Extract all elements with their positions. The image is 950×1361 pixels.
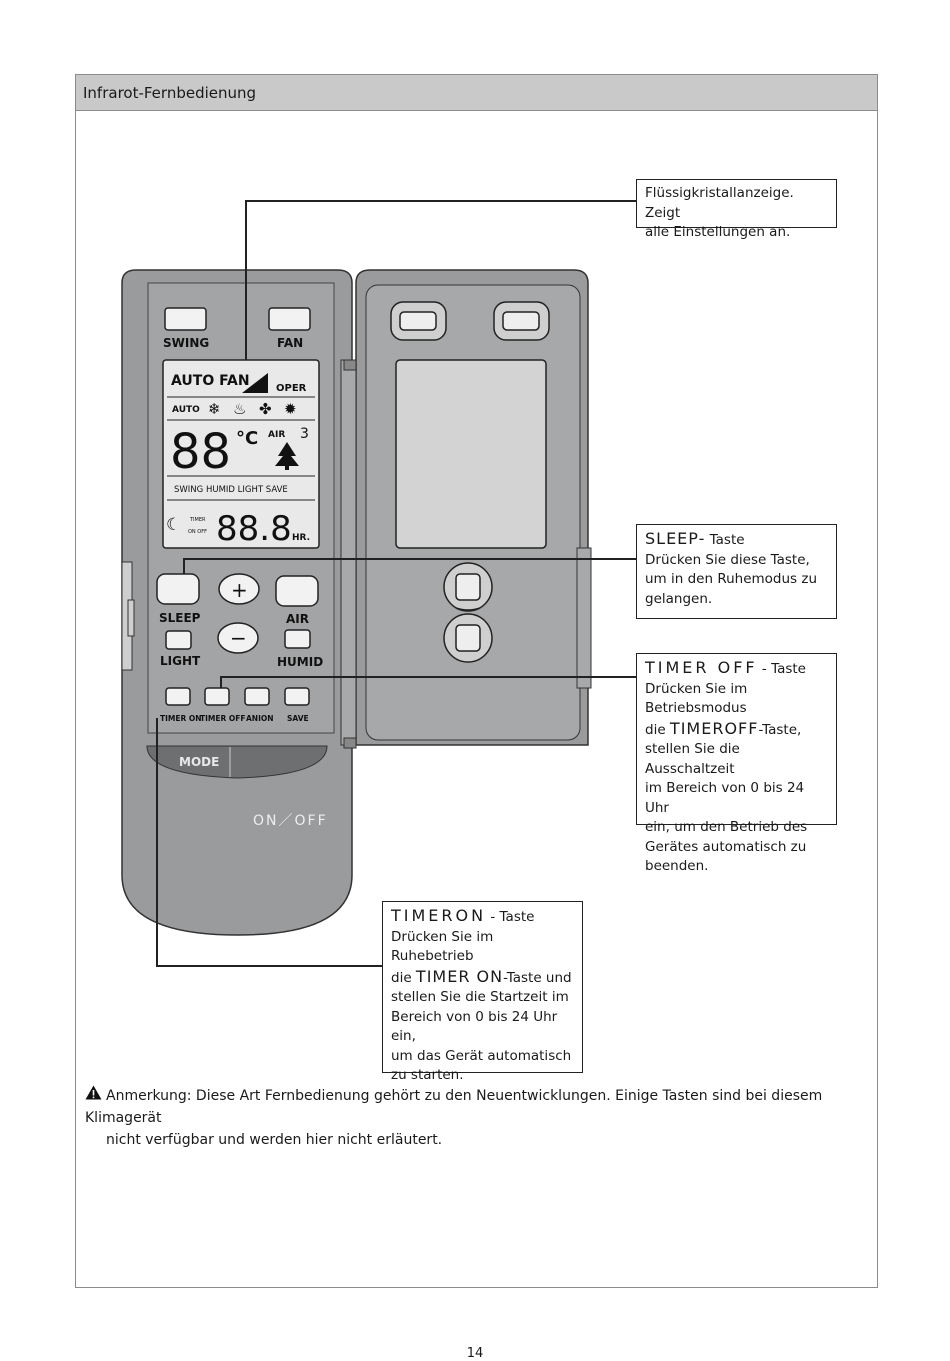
timer-on-callout-title-suffix: - Taste [486, 909, 535, 925]
sleep-label: SLEEP [159, 611, 201, 625]
lcd-display [162, 359, 320, 549]
timer-on-callout-line2a: die [391, 969, 416, 986]
timer-off-callout-line2b: TIMEROFF [669, 718, 759, 738]
sleep-callout-line: gelangen. [645, 590, 713, 607]
timer-off-callout-line2a: die [645, 721, 670, 738]
air-button [275, 575, 319, 607]
dry-icon: ♨ [233, 400, 246, 418]
timer-on-callout-title: TIMERON [391, 906, 487, 925]
light-label: LIGHT [160, 654, 201, 668]
sleep-callout-title: SLEEP- [645, 529, 706, 548]
page-number: 14 [466, 1346, 484, 1361]
snowflake-icon: ❄ [208, 400, 221, 418]
timer-on-callout-line: zu starten. [391, 1067, 464, 1083]
lcd-oper: OPER [276, 383, 307, 394]
sleep-callout-line: um in den Ruhemodus zu [645, 571, 818, 587]
timer-off-leader-horizontal [220, 676, 636, 678]
humid-button [284, 629, 311, 649]
plus-button [218, 573, 260, 605]
section-header: Infrarot-Fernbedienung [76, 75, 877, 111]
timer-on-callout-line2c: -Taste und [503, 969, 572, 986]
timer-off-callout-line: Gerätes automatisch zu [645, 838, 807, 855]
section-title: Infrarot-Fernbedienung [83, 84, 257, 102]
timer-on-callout-line2b: TIMER ON [415, 966, 504, 986]
timer-off-callout-line: beenden. [645, 858, 709, 874]
lcd-temp: 88 [170, 424, 231, 480]
note-line2: nicht verfügbar und werden hier nicht er… [106, 1132, 443, 1148]
lcd-air: AIR [268, 430, 285, 440]
lcd-callout: Flüssigkristallanzeige. Zeigt alle Einst… [636, 179, 837, 240]
swing-label: SWING [163, 336, 209, 350]
save-label: SAVE [287, 714, 309, 723]
fan-speed-icon [242, 373, 268, 393]
timer-off-callout: TIMER OFF - Taste Drücken Sie im Betrieb… [636, 653, 837, 874]
lcd-modes-row: SWING HUMID LIGHT SAVE [174, 485, 288, 495]
swing-button [164, 307, 207, 331]
sleep-callout: SLEEP- Taste Drücken Sie diese Taste, um… [636, 524, 837, 619]
lcd-air-level: 3 [300, 426, 309, 442]
sleep-leader-vertical [183, 558, 185, 574]
timer-on-callout-line: um das Gerät automatisch [391, 1047, 572, 1064]
light-button [165, 630, 192, 650]
timer-off-callout-line2c: -Taste, [758, 721, 802, 738]
timer-off-callout-line1: Drücken Sie im Betriebsmodus [645, 680, 748, 717]
timer-off-callout-line: im Bereich von 0 bis 24 Uhr [645, 780, 805, 816]
timer-off-button [204, 687, 230, 706]
minus-button [217, 622, 259, 654]
lcd-hrs: HR. [292, 533, 310, 543]
lcd-auto: AUTO [172, 405, 200, 415]
warning-icon [85, 1085, 102, 1100]
mode-label: MODE [179, 755, 219, 769]
note-line1: Anmerkung: Diese Art Fernbedienung gehör… [85, 1088, 823, 1126]
sleep-button [156, 573, 200, 605]
lcd-on-off-label: ON OFF [188, 529, 207, 535]
humid-label: HUMID [277, 655, 323, 669]
timer-on-callout: TIMERON - Taste Drücken Sie im Ruhebetri… [382, 901, 583, 1083]
lcd-timer-label: TIMER [189, 517, 206, 523]
timer-on-leader-horizontal [156, 965, 382, 967]
lcd-leader-horizontal [245, 200, 636, 202]
tree-icon [275, 442, 299, 466]
timer-off-leader-vertical [220, 676, 222, 688]
timer-on-button [165, 687, 191, 706]
moon-icon: ☾ [166, 515, 181, 535]
on-off-label: ON／OFF [253, 813, 328, 829]
plus-label: + [231, 578, 248, 602]
timer-off-callout-line: ein, um den Betrieb des [645, 819, 808, 835]
timer-on-callout-line1: Drücken Sie im Ruhebetrieb [391, 928, 494, 965]
timer-off-callout-title-suffix: - Taste [757, 661, 806, 677]
fan-mode-icon: ✤ [259, 400, 272, 418]
timer-on-callout-line: Bereich von 0 bis 24 Uhr ein, [391, 1008, 558, 1045]
anion-button [244, 687, 270, 706]
minus-label: − [230, 626, 247, 650]
note: Anmerkung: Diese Art Fernbedienung gehör… [85, 1085, 875, 1151]
timer-off-callout-line: stellen Sie die Ausschaltzeit [645, 741, 740, 777]
timer-on-leader-vertical [156, 718, 158, 966]
lcd-callout-line2: alle Einstellungen an. [645, 224, 791, 240]
save-button [284, 687, 310, 706]
anion-label: ANION [246, 714, 274, 723]
sleep-leader-horizontal [183, 558, 636, 560]
sleep-callout-line: Drücken Sie diese Taste, [645, 551, 810, 568]
timer-on-callout-line: stellen Sie die Startzeit im [391, 989, 569, 1005]
lcd-unit: °C [236, 428, 258, 449]
sleep-callout-title-suffix: Taste [705, 532, 745, 548]
timer-off-label: TIMER OFF [200, 714, 246, 723]
lcd-auto-fan: AUTO FAN [171, 373, 250, 389]
fan-button [268, 307, 311, 331]
air-label: AIR [286, 612, 309, 626]
content-frame: Infrarot-Fernbedienung [75, 74, 878, 1288]
lcd-time: 88.8 [216, 509, 292, 549]
timer-on-label: TIMER ON [160, 714, 202, 723]
lcd-callout-line1: Flüssigkristallanzeige. Zeigt [645, 185, 794, 221]
timer-off-callout-title: TIMER OFF [645, 658, 758, 677]
sun-icon: ✹ [284, 400, 297, 418]
cover-window [395, 359, 547, 549]
fan-label: FAN [277, 336, 303, 350]
lcd-leader-vertical [245, 200, 247, 360]
